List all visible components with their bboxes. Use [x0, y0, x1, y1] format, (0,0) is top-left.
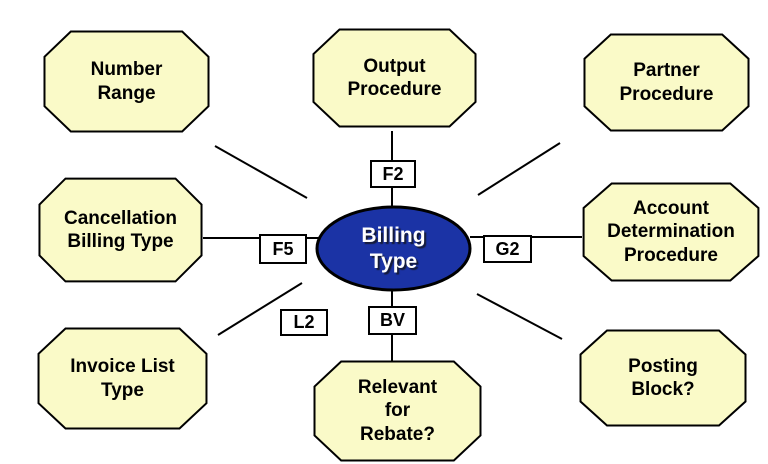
node-number-range: Number Range [43, 30, 210, 133]
node-label: Number Range [90, 59, 163, 104]
connector-code: L2 [293, 312, 315, 332]
connector-box-bv: BV [368, 306, 417, 335]
connector-code: G2 [495, 238, 520, 259]
node-label: Invoice List Type [70, 356, 175, 401]
node-label: Output Procedure [347, 55, 442, 100]
node-label: Relevant for Rebate? [357, 377, 438, 445]
connector-box-f2: F2 [370, 160, 416, 188]
octagon-shape [38, 177, 203, 283]
node-invoice-list-type: Invoice List Type [37, 327, 208, 430]
node-posting-block: Posting Block? [579, 329, 747, 427]
node-label: Account Determination Procedure [607, 198, 735, 266]
node-output-procedure: Output Procedure [312, 28, 477, 128]
octagon-shape [313, 360, 482, 462]
node-billing-type-center: Billing Type [315, 205, 472, 292]
octagon-shape [37, 327, 208, 430]
node-label: Cancellation Billing Type [64, 207, 177, 252]
connector-line-number-range [214, 145, 308, 199]
node-label: Posting Block? [628, 355, 698, 400]
connector-line-posting-block [476, 293, 563, 340]
node-relevant-for-rebate: Relevant for Rebate? [313, 360, 482, 462]
octagon-shape [43, 30, 210, 133]
node-partner-procedure: Partner Procedure [583, 33, 750, 132]
connector-line-invoice-list [217, 282, 303, 336]
connector-box-l2: L2 [280, 309, 328, 336]
octagon-shape [579, 329, 747, 427]
connector-code: BV [379, 310, 405, 330]
connector-box-f5: F5 [259, 234, 307, 264]
center-label: Billing Type [361, 224, 426, 273]
octagon-shape [583, 33, 750, 132]
node-cancellation-billing-type: Cancellation Billing Type [38, 177, 203, 283]
octagon-shape [312, 28, 477, 128]
ellipse-shape [315, 205, 472, 292]
node-label: Partner Procedure [619, 60, 714, 105]
node-account-determination-procedure: Account Determination Procedure [582, 182, 760, 282]
connector-code: F2 [382, 163, 404, 184]
connector-box-g2: G2 [483, 235, 532, 263]
octagon-shape [582, 182, 760, 282]
connector-line-partner [477, 142, 561, 196]
connector-code: F5 [272, 238, 294, 259]
